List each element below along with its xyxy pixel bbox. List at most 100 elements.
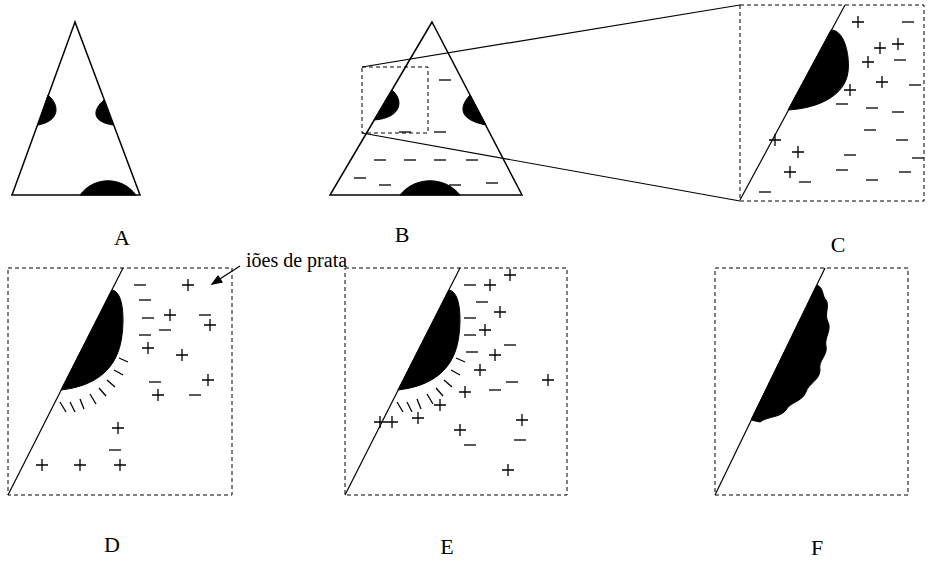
negative-charge [866, 179, 878, 180]
negative-charge [199, 314, 211, 315]
panel-letter: C [831, 233, 846, 257]
positive-charge [874, 42, 886, 54]
positive-charge [876, 76, 888, 88]
hatch-mark [407, 402, 412, 412]
positive-charge [74, 459, 86, 471]
positive-charge [202, 374, 214, 386]
silver-speck [38, 95, 56, 125]
leader-line [212, 266, 240, 284]
latent-image [788, 30, 848, 110]
negative-charge [109, 449, 121, 450]
negative-charge [909, 84, 921, 85]
positive-charge [176, 349, 188, 361]
positive-charge [36, 459, 48, 471]
hatch-mark [99, 388, 106, 396]
hatch-mark [107, 380, 115, 387]
negative-charge [836, 103, 848, 104]
negative-charge [142, 317, 154, 318]
silver-speck [374, 90, 399, 120]
negative-charge [449, 184, 461, 185]
negative-charge [866, 107, 878, 108]
positive-charge [494, 306, 506, 318]
positive-charge [892, 38, 904, 50]
negative-charge [486, 182, 498, 183]
crystal-edge [345, 268, 460, 495]
positive-charge [504, 269, 516, 281]
silver-speck [463, 95, 486, 125]
negative-charge [139, 299, 151, 300]
negative-charge [464, 334, 476, 335]
positive-charge [852, 16, 864, 28]
negative-charge [439, 79, 451, 80]
negative-charge [379, 184, 391, 185]
positive-charge [479, 324, 491, 336]
positive-charge [204, 319, 216, 331]
zoom-line [362, 5, 740, 67]
negative-charge [414, 184, 426, 185]
negative-charge [844, 154, 856, 155]
negative-charge [799, 181, 811, 182]
positive-charge [784, 166, 796, 178]
hatch-mark [90, 394, 96, 404]
negative-charge [189, 394, 201, 395]
latent-image [61, 290, 123, 390]
negative-charge [354, 177, 366, 178]
negative-charge [464, 317, 476, 318]
negative-charge [434, 131, 446, 132]
panel-letter: D [104, 533, 120, 557]
negative-charge [149, 381, 161, 382]
latent-image [398, 290, 460, 390]
hatch-mark [114, 370, 123, 375]
panel-letter: B [395, 223, 410, 247]
hatch-mark [451, 370, 460, 375]
negative-charge [506, 381, 518, 382]
leader-arrowhead [212, 276, 222, 284]
negative-charge [466, 159, 478, 160]
zoom-line [362, 133, 740, 201]
positive-charge [489, 349, 501, 361]
negative-charge [759, 191, 771, 192]
hatch-mark [436, 388, 443, 396]
positive-charge [542, 374, 554, 386]
positive-charge [474, 364, 486, 376]
silver-speck [96, 100, 113, 125]
negative-charge [434, 159, 446, 160]
negative-charge [489, 389, 501, 390]
zoom-frame [362, 67, 428, 133]
negative-charge [159, 329, 171, 330]
negative-charge [476, 301, 488, 302]
crystal-edge [8, 268, 123, 495]
hatch-mark [427, 394, 433, 404]
negative-charge [134, 284, 146, 285]
negative-charge [504, 344, 516, 345]
positive-charge [516, 414, 528, 426]
negative-charge [899, 171, 911, 172]
hatch-mark [80, 399, 84, 409]
positive-charge [114, 459, 126, 471]
positive-charge [112, 422, 124, 434]
crystal-triangle [330, 22, 522, 195]
positive-charge [454, 424, 466, 436]
negative-charge [864, 129, 876, 130]
positive-charge [792, 146, 804, 158]
hatch-mark [119, 358, 128, 362]
positive-charge [502, 464, 514, 476]
negative-charge [404, 159, 416, 160]
negative-charge [836, 169, 848, 170]
positive-charge [484, 279, 496, 291]
negative-charge [464, 284, 476, 285]
hatch-mark [444, 380, 452, 387]
positive-charge [862, 56, 874, 68]
hatch-mark [456, 358, 465, 362]
zoom-frame [8, 268, 232, 495]
panel-letter: F [811, 536, 823, 560]
panel-letter: E [440, 535, 453, 559]
silver-speck [80, 181, 136, 195]
negative-charge [374, 159, 386, 160]
negative-charge [466, 351, 478, 352]
hatch-mark [60, 402, 66, 412]
positive-charge [412, 412, 424, 424]
hatch-mark [417, 399, 421, 409]
positive-charge [769, 134, 781, 146]
